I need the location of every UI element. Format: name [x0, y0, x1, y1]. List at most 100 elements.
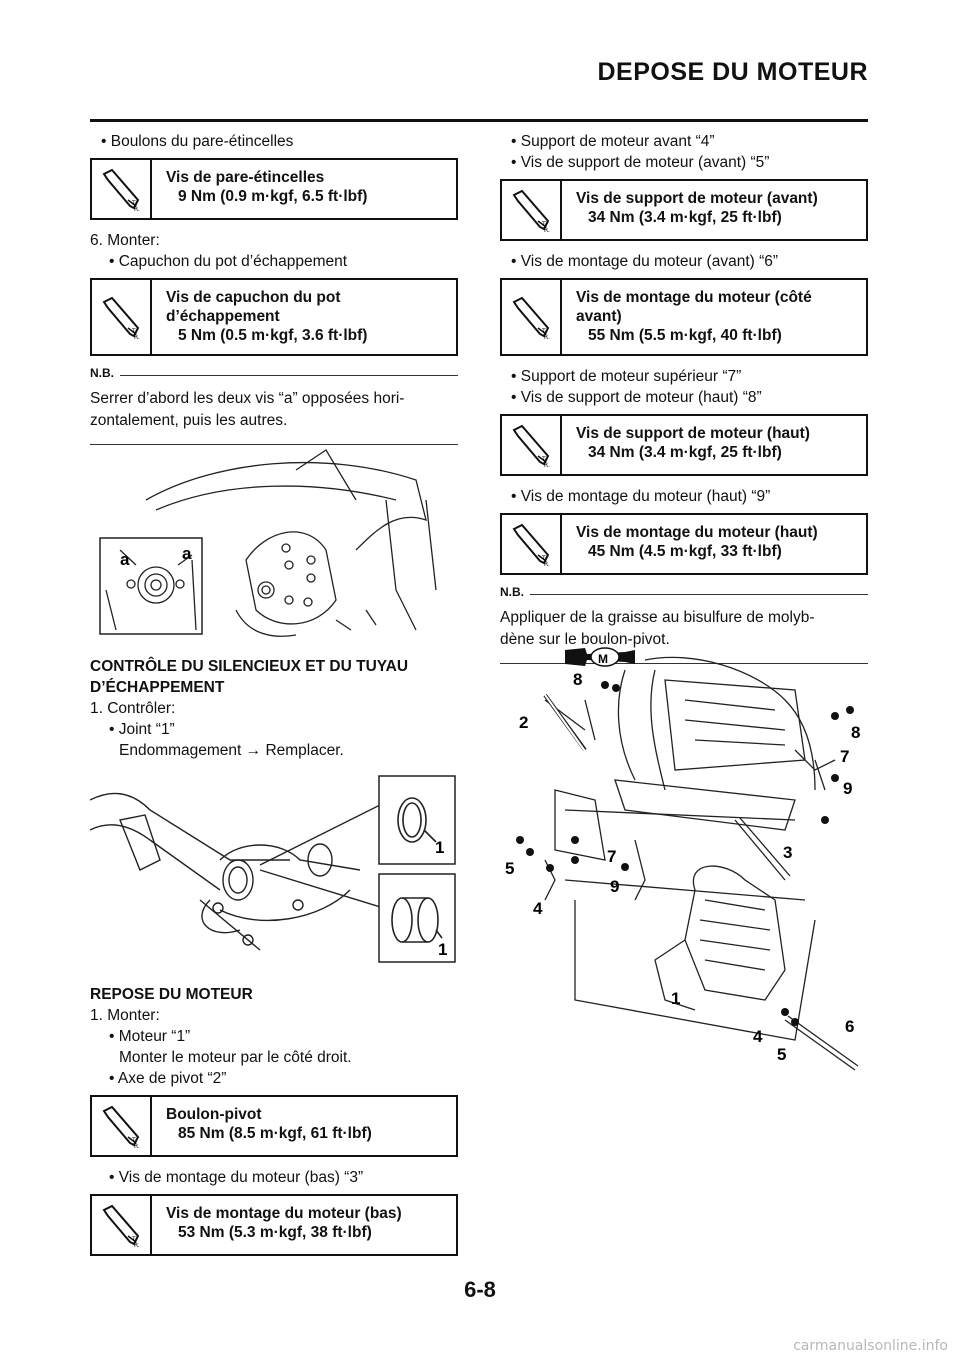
nb-label: N.B. — [500, 585, 524, 599]
svg-text:R.: R. — [134, 206, 140, 212]
label-1-lower: 1 — [438, 940, 447, 959]
right-column: • Support de moteur avant “4” • Vis de s… — [500, 131, 868, 672]
label-8-top: 8 — [573, 670, 582, 689]
watermark: carmanualsonline.info — [793, 1338, 948, 1354]
label-6: 6 — [845, 1017, 854, 1036]
torque-name: Vis de support de moteur (haut) — [576, 425, 810, 442]
torque-name: Boulon-pivot — [166, 1106, 262, 1123]
label-7-left: 7 — [607, 847, 616, 866]
section-title-line1: CONTRÔLE DU SILENCIEUX ET DU TUYAU — [90, 658, 409, 675]
torque-box-front-bracket: T.R. Vis de support de moteur (avant) 34 … — [500, 179, 868, 241]
section-muffler-check: CONTRÔLE DU SILENCIEUX ET DU TUYAU D’ÉCH… — [90, 656, 458, 761]
torque-value: 5 Nm (0.5 m·kgf, 3.6 ft·lbf) — [178, 327, 368, 344]
left-column: • Boulons du pare-étincelles T.R. Vis de… — [90, 131, 458, 453]
header-rule — [90, 119, 868, 122]
bullet-gasket: • Joint “1” — [109, 721, 175, 738]
torque-name-line2: avant) — [576, 308, 622, 325]
torque-name: Vis de montage du moteur (haut) — [576, 524, 818, 541]
label-7-right: 7 — [840, 747, 849, 766]
step-6: 6. Monter: — [90, 232, 160, 249]
torque-value: 45 Nm (4.5 m·kgf, 33 ft·lbf) — [588, 543, 782, 560]
torque-value: 85 Nm (8.5 m·kgf, 61 ft·lbf) — [178, 1125, 372, 1142]
torque-box-lower-mount: T.R. Vis de montage du moteur (bas)53 Nm… — [90, 1194, 458, 1256]
section-engine-install: REPOSE DU MOTEUR 1. Monter: • Moteur “1”… — [90, 984, 458, 1266]
label-4-bottom: 4 — [753, 1027, 763, 1046]
svg-text:R.: R. — [544, 561, 550, 567]
bullet-front-bracket-bolt: • Vis de support de moteur (avant) “5” — [511, 154, 770, 171]
nb-end-rule — [500, 663, 868, 664]
svg-text:T.: T. — [131, 200, 137, 207]
label-5-bottom: 5 — [777, 1045, 786, 1064]
bullet-engine: • Moteur “1” — [109, 1028, 191, 1045]
nb-text: Appliquer de la graisse au bisulfure de … — [500, 609, 815, 648]
label-1-upper: 1 — [435, 838, 444, 857]
torque-wrench-icon: T.R. — [92, 280, 152, 354]
torque-box-upper-bracket: T.R. Vis de support de moteur (haut)34 N… — [500, 414, 868, 476]
nb-header: N.B. — [90, 366, 458, 380]
nb-end-rule — [90, 444, 458, 445]
torque-box-upper-mount: T.R. Vis de montage du moteur (haut) 45 N… — [500, 513, 868, 575]
section-title: REPOSE DU MOTEUR — [90, 986, 253, 1003]
svg-text:R.: R. — [134, 334, 140, 340]
figure-muffler-cap: a a — [96, 440, 458, 640]
torque-wrench-icon: T.R. — [502, 416, 562, 474]
install-step-1: 1. Monter: — [90, 1007, 160, 1024]
label-9-left: 9 — [610, 877, 619, 896]
nb-label: N.B. — [90, 366, 114, 380]
label-5-left: 5 — [505, 859, 514, 878]
muffler-cap-illustration: a a — [99, 449, 437, 637]
gasket-detail: Endommagement → Remplacer. — [119, 742, 344, 759]
bullet-pivot-shaft: • Axe de pivot “2” — [109, 1070, 227, 1087]
svg-text:T.: T. — [131, 1236, 137, 1243]
svg-text:T.: T. — [541, 221, 547, 228]
bullet-upper-bracket: • Support de moteur supérieur “7” — [511, 368, 742, 385]
torque-box-pivot-bolt: T.R. Boulon-pivot 85 Nm (8.5 m·kgf, 61 ft… — [90, 1095, 458, 1157]
label-a-right: a — [182, 544, 192, 563]
torque-box-front-mount: T.R. Vis de montage du moteur (côté avant… — [500, 278, 868, 356]
svg-text:T.: T. — [541, 456, 547, 463]
bullet-muffler-cap: • Capuchon du pot d’échappement — [109, 253, 348, 270]
svg-text:R.: R. — [544, 227, 550, 233]
torque-name: Vis de pare-étincelles — [166, 169, 325, 186]
nb-text: Serrer d’abord les deux vis “a” opposées… — [90, 390, 405, 429]
torque-box-muffler-cap: T.R. Vis de capuchon du pot d’échappement… — [90, 278, 458, 356]
check-step-1: 1. Contrôler: — [90, 700, 176, 717]
torque-wrench-icon: T.R. — [502, 280, 562, 354]
figure-engine-installation: M 8 2 8 7 9 3 7 9 5 4 1 4 6 5 — [495, 640, 870, 1080]
torque-name: Vis de support de moteur (avant) — [576, 190, 818, 207]
page-number: 6-8 — [464, 1277, 496, 1302]
label-2: 2 — [519, 713, 528, 732]
engine-detail: Monter le moteur par le côté droit. — [119, 1049, 352, 1066]
page-title: DEPOSE DU MOTEUR — [597, 58, 868, 86]
label-3: 3 — [783, 843, 792, 862]
bullet-front-bracket: • Support de moteur avant “4” — [511, 133, 715, 150]
torque-name-line2: d’échappement — [166, 308, 280, 325]
bullet-front-mount-bolt: • Vis de montage du moteur (avant) “6” — [511, 253, 779, 270]
torque-box-spark-arrester: T.R. Vis de pare-étincelles 9 Nm (0.9 m·k… — [90, 158, 458, 220]
label-4-left: 4 — [533, 899, 543, 918]
svg-text:T.: T. — [131, 1137, 137, 1144]
label-a-left: a — [120, 550, 130, 569]
bullet-upper-bracket-bolt: • Vis de support de moteur (haut) “8” — [511, 389, 762, 406]
nb-header: N.B. — [500, 585, 868, 599]
svg-text:T.: T. — [541, 555, 547, 562]
bullet-spark-arrester-bolts: • Boulons du pare-étincelles — [101, 133, 294, 150]
section-title-line2: D’ÉCHAPPEMENT — [90, 679, 225, 696]
label-8-right: 8 — [851, 723, 860, 742]
torque-wrench-icon: T.R. — [92, 160, 152, 218]
torque-name-line1: Vis de montage du moteur (côté — [576, 289, 812, 306]
torque-wrench-icon: T.R. — [502, 181, 562, 239]
torque-value: 9 Nm (0.9 m·kgf, 6.5 ft·lbf) — [178, 188, 368, 205]
bullet-upper-mount-bolt: • Vis de montage du moteur (haut) “9” — [511, 488, 771, 505]
figure-exhaust-gasket: 1 1 — [89, 770, 460, 970]
label-9-right: 9 — [843, 779, 852, 798]
torque-value: 53 Nm (5.3 m·kgf, 38 ft·lbf) — [178, 1224, 372, 1241]
torque-name-line1: Vis de capuchon du pot — [166, 289, 341, 306]
torque-value: 55 Nm (5.5 m·kgf, 40 ft·lbf) — [588, 327, 782, 344]
torque-value: 34 Nm (3.4 m·kgf, 25 ft·lbf) — [588, 209, 782, 226]
svg-text:R.: R. — [134, 1242, 140, 1248]
torque-wrench-icon: T.R. — [92, 1097, 152, 1155]
svg-text:R.: R. — [134, 1143, 140, 1149]
torque-wrench-icon: T.R. — [502, 515, 562, 573]
svg-text:R.: R. — [544, 334, 550, 340]
